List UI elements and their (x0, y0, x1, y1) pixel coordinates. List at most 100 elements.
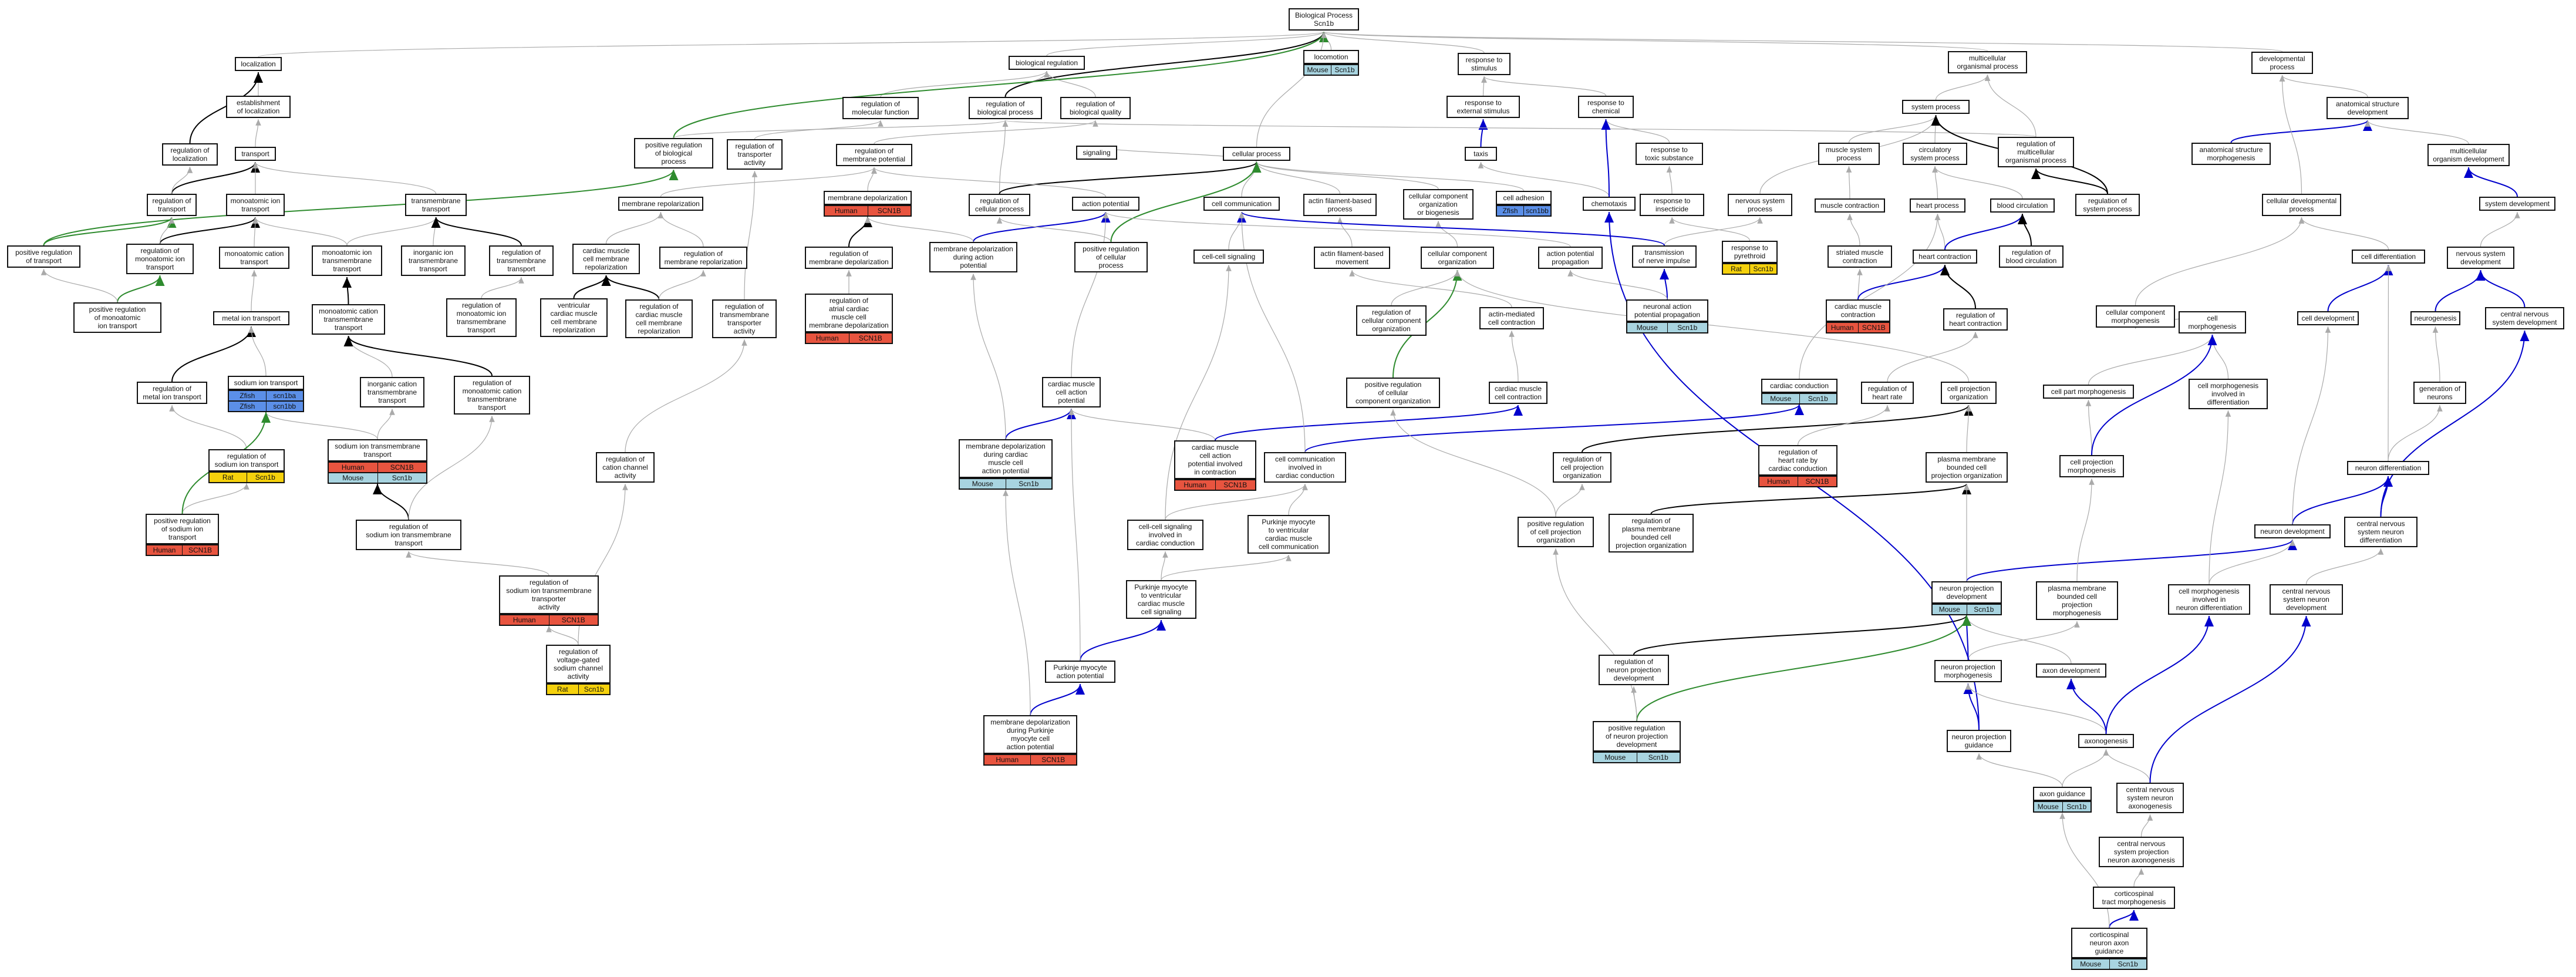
go-term-musc-sys[interactable]: muscle system process (1818, 143, 1880, 165)
go-term-cell-proc[interactable]: cellular process (1223, 147, 1290, 161)
go-term-reg-heart-rate[interactable]: regulation of heart rate (1861, 382, 1914, 404)
go-term-reg-cm-repol[interactable]: regulation of cardiac muscle cell membra… (625, 299, 693, 338)
go-term-pos-reg-bp[interactable]: positive regulation of biological proces… (634, 138, 713, 169)
go-term-neuron-proj-morph[interactable]: neuron projection morphogenesis (1934, 660, 2002, 682)
go-term-cm-ap-contr[interactable]: cardiac muscle cell action potential inv… (1174, 440, 1256, 491)
go-term-localization[interactable]: localization (235, 57, 282, 71)
go-term-cns-axonogenesis[interactable]: central nervous system neuron axonogenes… (2116, 783, 2184, 813)
go-term-mono-cat-tm[interactable]: monoatomic cation transmembrane transpor… (312, 304, 385, 335)
go-term-resp-chem[interactable]: response to chemical (1578, 96, 1634, 118)
go-term-ap-prop[interactable]: action potential propagation (1538, 247, 1603, 269)
go-term-heart-proc[interactable]: heart process (1910, 198, 1965, 213)
go-term-ccob[interactable]: cellular component organization or bioge… (1403, 189, 1474, 220)
go-term-inorg-cat-tm[interactable]: inorganic cation transmembrane transport (360, 377, 424, 407)
go-term-taxis[interactable]: taxis (1465, 147, 1497, 161)
go-term-neuron-diff[interactable]: neuron differentiation (2347, 461, 2429, 475)
go-term-anat-dev[interactable]: anatomical structure development (2327, 97, 2409, 119)
go-term-reg-mono-ion-tm[interactable]: regulation of monoatomic ion transmembra… (446, 298, 517, 337)
go-term-cell-morph-diff[interactable]: cell morphogenesis involved in different… (2189, 379, 2268, 409)
go-term-mono-ion-trans[interactable]: monoatomic ion transport (226, 194, 285, 216)
go-term-cc-sig-cond[interactable]: cell-cell signaling involved in cardiac … (1127, 520, 1203, 550)
go-term-multi-org[interactable]: multicellular organismal process (1948, 51, 2027, 73)
go-term-cell-proj-morph[interactable]: cell projection morphogenesis (2059, 455, 2124, 477)
go-term-metal-ion[interactable]: metal ion transport (213, 311, 289, 325)
go-term-reg-mono-ion[interactable]: regulation of monoatomic ion transport (126, 244, 194, 274)
go-term-bp[interactable]: Biological Process Scn1b (1289, 8, 1359, 31)
go-term-trans-nerve[interactable]: transmission of nerve impulse (1632, 245, 1697, 268)
go-term-striated[interactable]: striated muscle contraction (1828, 245, 1892, 268)
go-term-cns-dev[interactable]: central nervous system development (2485, 307, 2564, 329)
go-term-reg-vg-sodium[interactable]: regulation of voltage-gated sodium chann… (546, 645, 611, 695)
go-term-cell-morph-neuron[interactable]: cell morphogenesis involved in neuron di… (2168, 584, 2250, 615)
go-term-multi-dev[interactable]: multicellular organism development (2427, 144, 2510, 166)
go-term-actin-mvmt[interactable]: actin filament-based movement (1314, 247, 1390, 269)
go-term-actin-proc[interactable]: actin filament-based process (1303, 194, 1377, 216)
go-term-vent-cm-repol[interactable]: ventricular cardiac muscle cell membrane… (540, 298, 608, 337)
go-term-gen-neurons[interactable]: generation of neurons (2413, 382, 2466, 404)
go-term-system-proc[interactable]: system process (1902, 100, 1970, 114)
go-term-purk-vent[interactable]: Purkinje myocyte to ventricular cardiac … (1247, 515, 1330, 554)
go-term-cell-morph[interactable]: cell morphogenesis (2179, 311, 2246, 333)
go-term-nerv-dev[interactable]: nervous system development (2447, 247, 2514, 269)
go-term-pm-bounded[interactable]: plasma membrane bounded cell projection … (1926, 452, 2008, 483)
go-term-reg-sodium-tm-act[interactable]: regulation of sodium ion transmembrane t… (499, 575, 599, 626)
go-term-reg-mem-repol[interactable]: regulation of membrane repolarization (659, 247, 747, 269)
go-term-reg-cell-proj[interactable]: regulation of cell projection organizati… (1553, 452, 1611, 483)
go-term-resp-stim[interactable]: response to stimulus (1458, 53, 1510, 75)
go-term-anat-morph[interactable]: anatomical structure morphogenesis (2191, 143, 2271, 165)
go-term-mono-ion-tm[interactable]: monoatomic ion transmembrane transport (312, 245, 382, 276)
go-term-nerv-sys-proc[interactable]: nervous system process (1728, 194, 1792, 216)
go-term-cco[interactable]: cellular component organization (1421, 247, 1494, 269)
go-term-resp-ext[interactable]: response to external stimulus (1447, 96, 1520, 118)
go-term-pm-proj-morph[interactable]: plasma membrane bounded cell projection … (2036, 581, 2118, 620)
go-term-heart-contr[interactable]: heart contraction (1913, 250, 1977, 264)
go-term-neuron-proj-guid[interactable]: neuron projection guidance (1947, 730, 2011, 752)
go-term-reg-loc[interactable]: regulation of localization (162, 143, 218, 166)
go-term-reg-mem-pot[interactable]: regulation of membrane potential (836, 144, 912, 166)
go-term-biol-reg[interactable]: biological regulation (1009, 56, 1085, 70)
go-term-reg-heart-contr[interactable]: regulation of heart contraction (1943, 308, 2008, 331)
go-term-mem-depol-ap[interactable]: membrane depolarization during action po… (929, 242, 1017, 272)
go-term-reg-bp[interactable]: regulation of biological process (969, 97, 1042, 119)
go-term-chemotaxis[interactable]: chemotaxis (1583, 197, 1636, 211)
go-term-pos-reg-npd[interactable]: positive regulation of neuron projection… (1593, 721, 1681, 763)
go-term-transport[interactable]: transport (235, 147, 276, 161)
go-term-reg-npd[interactable]: regulation of neuron projection developm… (1599, 655, 1669, 685)
go-term-reg-cell-proc[interactable]: regulation of cellular process (969, 194, 1030, 216)
go-term-circ-sys[interactable]: circulatory system process (1903, 143, 1967, 165)
go-term-cns-proj-axon[interactable]: central nervous system projection neuron… (2099, 837, 2184, 867)
go-term-pos-reg-cco[interactable]: positive regulation of cellular componen… (1346, 378, 1440, 408)
go-term-mono-cat-trans[interactable]: monoatomic cation transport (219, 247, 289, 269)
go-term-cell-proj-org[interactable]: cell projection organization (1941, 382, 1997, 404)
go-term-resp-insect[interactable]: response to insecticide (1640, 194, 1704, 216)
go-term-inorg-ion-tm[interactable]: inorganic ion transmembrane transport (401, 245, 466, 276)
go-term-cm-ap[interactable]: cardiac muscle cell action potential (1042, 377, 1101, 407)
go-term-axonogenesis[interactable]: axonogenesis (2078, 734, 2134, 748)
go-term-blood-circ[interactable]: blood circulation (1990, 198, 2055, 213)
go-term-reg-tm-trans[interactable]: regulation of transmembrane transport (489, 245, 554, 276)
go-term-reg-tm-act[interactable]: regulation of transmembrane transporter … (712, 299, 777, 338)
go-term-cns-neuron-diff[interactable]: central nervous system neuron differenti… (2344, 517, 2417, 547)
go-term-actin-contr[interactable]: actin-mediated cell contraction (1479, 307, 1544, 329)
go-term-est-loc[interactable]: establishment of localization (226, 96, 291, 118)
go-term-reg-blood[interactable]: regulation of blood circulation (1999, 245, 2064, 268)
go-term-mem-repol[interactable]: membrane repolarization (618, 197, 703, 211)
go-term-purk-vent-sig[interactable]: Purkinje myocyte to ventricular cardiac … (1126, 580, 1196, 619)
go-term-cell-dev-proc[interactable]: cellular developmental process (2262, 194, 2341, 216)
go-term-corticospinal-morph[interactable]: corticospinal tract morphogenesis (2093, 887, 2175, 909)
go-term-pos-reg-cell-proc[interactable]: positive regulation of cellular process (1074, 242, 1148, 272)
go-term-reg-cco[interactable]: regulation of cellular component organiz… (1356, 305, 1427, 336)
go-term-reg-metal-ion[interactable]: regulation of metal ion transport (137, 382, 207, 404)
